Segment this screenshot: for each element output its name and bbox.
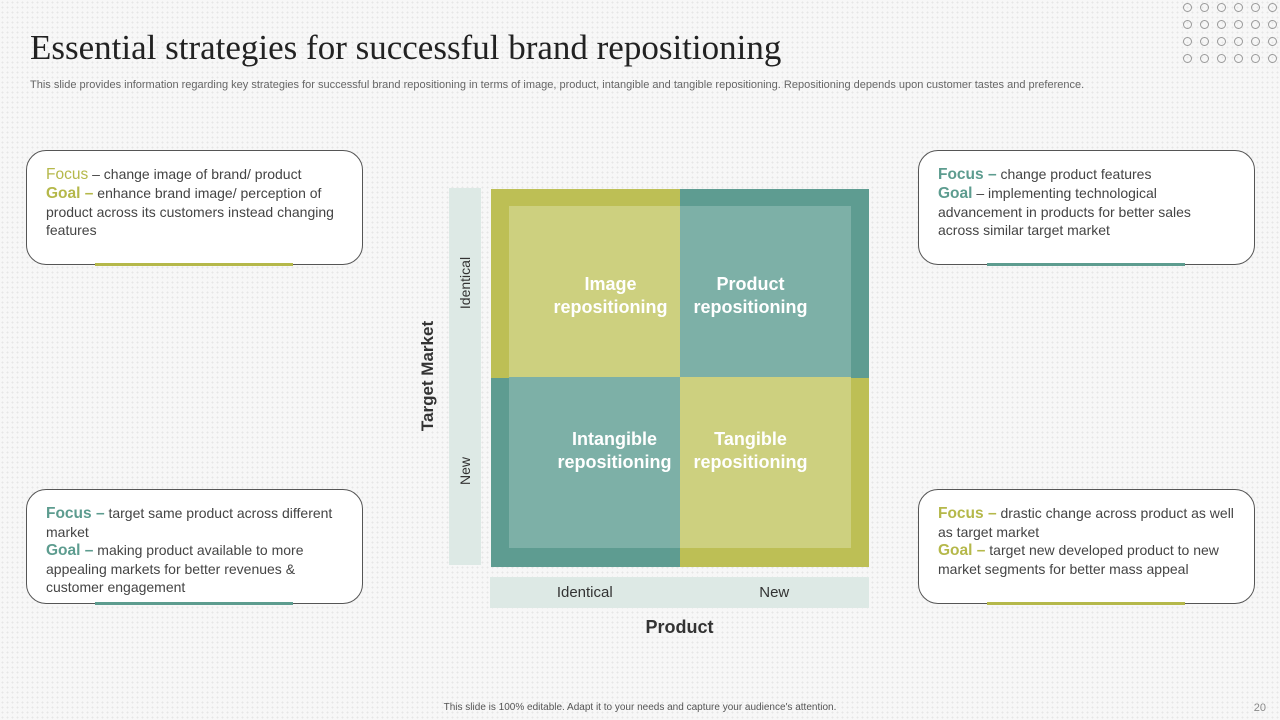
x-axis-label-strip: Identical New <box>490 577 869 608</box>
goal-text: enhance brand image/ perception of produ… <box>46 185 334 238</box>
goal-key: Goal – <box>46 185 94 202</box>
card-accent-bar <box>987 263 1185 266</box>
x-label-identical: Identical <box>556 584 613 601</box>
focus-key: Focus – <box>46 505 105 522</box>
card-accent-bar <box>95 263 293 266</box>
focus-key: Focus – <box>938 166 997 183</box>
focus-text: drastic change across product as well as… <box>938 505 1234 540</box>
card-accent-bar <box>987 602 1185 605</box>
x-label-new: New <box>759 584 790 601</box>
card-tangible-repositioning: Focus – drastic change across product as… <box>918 489 1255 605</box>
page-title: Essential strategies for successful bran… <box>30 28 782 67</box>
goal-key: Goal <box>938 185 973 202</box>
card-image-repositioning: Focus – change image of brand/ product G… <box>26 150 363 266</box>
focus-key: Focus <box>46 166 89 183</box>
x-axis-title: Product <box>645 617 714 637</box>
focus-text: change product features <box>996 166 1152 182</box>
goal-key: Goal – <box>938 542 986 559</box>
card-product-repositioning: Focus – change product features Goal – i… <box>918 150 1255 266</box>
focus-key: Focus – <box>938 505 997 522</box>
y-axis-title: Target Market <box>418 320 437 432</box>
footer-note: This slide is 100% editable. Adapt it to… <box>443 702 837 713</box>
y-label-new: New <box>456 456 473 486</box>
card-accent-bar <box>95 602 293 605</box>
decorative-dot-grid <box>1183 3 1280 71</box>
goal-text: – implementing technological advancement… <box>938 185 1191 238</box>
y-axis-label-strip <box>449 188 481 565</box>
focus-text: target same product across different mar… <box>46 505 333 540</box>
y-label-identical: Identical <box>457 256 473 309</box>
goal-key: Goal – <box>46 542 94 559</box>
page-number: 20 <box>1253 702 1266 714</box>
goal-text: making product available to more appeali… <box>46 542 304 595</box>
goal-text: target new developed product to new mark… <box>938 542 1219 577</box>
page-subtitle: This slide provides information regardin… <box>30 79 1085 91</box>
focus-text: – change image of brand/ product <box>88 166 302 182</box>
card-intangible-repositioning: Focus – target same product across diffe… <box>26 489 363 605</box>
